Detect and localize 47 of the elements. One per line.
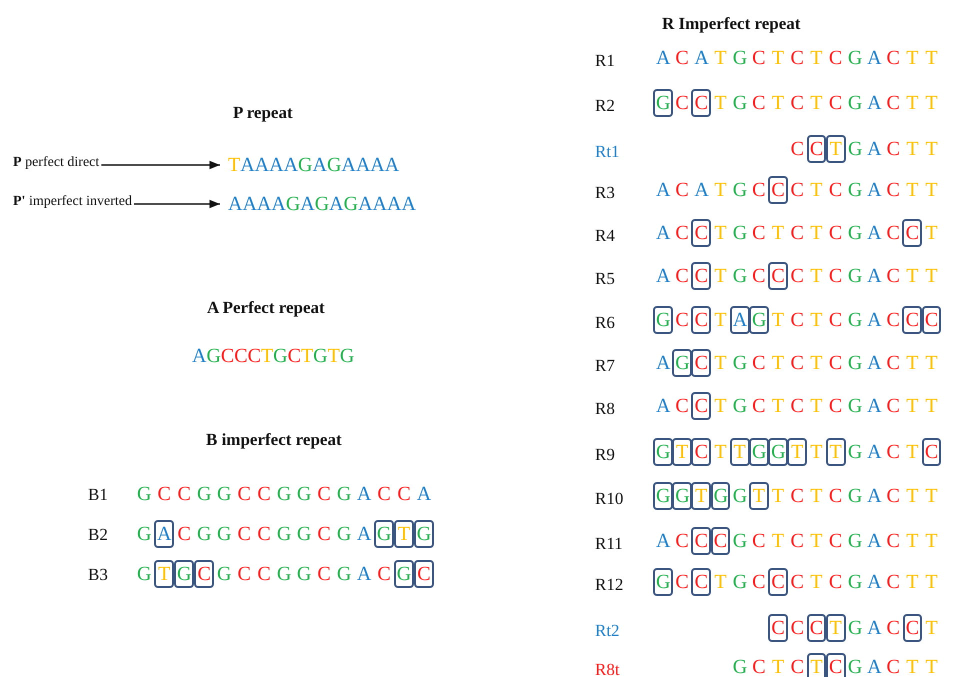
dna-sequence: C C C T G A C C T (771, 615, 938, 641)
row-label: R7 (595, 357, 615, 374)
dna-sequence: A C A T G C T C T C G A C T T (656, 46, 938, 71)
dna-sequence: G T C T T G G T T T G A C T C (656, 439, 938, 465)
row-label: R3 (595, 184, 615, 201)
row-label: R2 (595, 97, 615, 114)
row-label: R4 (595, 227, 615, 244)
row-label: R1 (595, 52, 615, 69)
dna-sequence: G C C G G C C G G C G A C C A (137, 482, 432, 507)
dna-sequence: A C C C G C T C T C G A C T T (656, 528, 938, 554)
dna-sequence: G C C T A G T C T C G A C C C (656, 307, 938, 333)
dna-sequence: G C C T G C T C T C G A C T T (656, 90, 938, 116)
dna-sequence: A C A T G C C C T C G A C T T (656, 177, 938, 203)
row-label: Rt1 (595, 143, 620, 160)
dna-sequence: G C T C T C G A C T T (732, 654, 938, 677)
section-heading: P repeat (233, 104, 293, 121)
row-label: B2 (88, 526, 108, 543)
dna-sequence: AGCCCTGCTGTG (192, 344, 354, 369)
dna-sequence: G T G C G C C G G C G A C G C (137, 561, 432, 587)
section-heading: A Perfect repeat (207, 299, 325, 316)
dna-sequence: G G T G G T T C T C G A C T T (656, 483, 938, 509)
arrow (101, 160, 220, 170)
section-heading: R Imperfect repeat (662, 15, 800, 32)
row-label: R8t (595, 661, 620, 677)
dna-sequence: AAAAGAGAGAAAA (228, 191, 416, 217)
row-label: B1 (88, 486, 108, 503)
row-label: Rt2 (595, 622, 620, 639)
dna-sequence: C C T G A C T T (790, 136, 939, 162)
row-label: R11 (595, 535, 623, 552)
arrow (134, 200, 220, 208)
section-heading: B imperfect repeat (206, 431, 342, 448)
row-label: P perfect direct (13, 156, 100, 170)
row-label: R8 (595, 400, 615, 417)
dna-sequence: A G C T G C T C T C G A C T T (656, 350, 938, 376)
row-label: B3 (88, 566, 108, 583)
row-label: R10 (595, 490, 624, 507)
dna-sequence: G A C G G C C G G C G A G T G (137, 521, 432, 547)
dna-sequence: A C C T G C C C T C G A C T T (656, 263, 938, 289)
dna-sequence: A C C T G C T C T C G A C C T (656, 220, 938, 246)
row-label: R6 (595, 314, 615, 331)
dna-sequence: G C C T G C C C T C G A C T T (656, 569, 938, 595)
dna-sequence: A C C T G C T C T C G A C T T (656, 393, 938, 419)
dna-sequence: TAAAAGAGAAAA (228, 152, 400, 178)
row-label: R12 (595, 576, 624, 593)
row-label: P' imperfect inverted (13, 195, 132, 209)
row-label: R5 (595, 270, 615, 287)
row-label: R9 (595, 446, 615, 463)
